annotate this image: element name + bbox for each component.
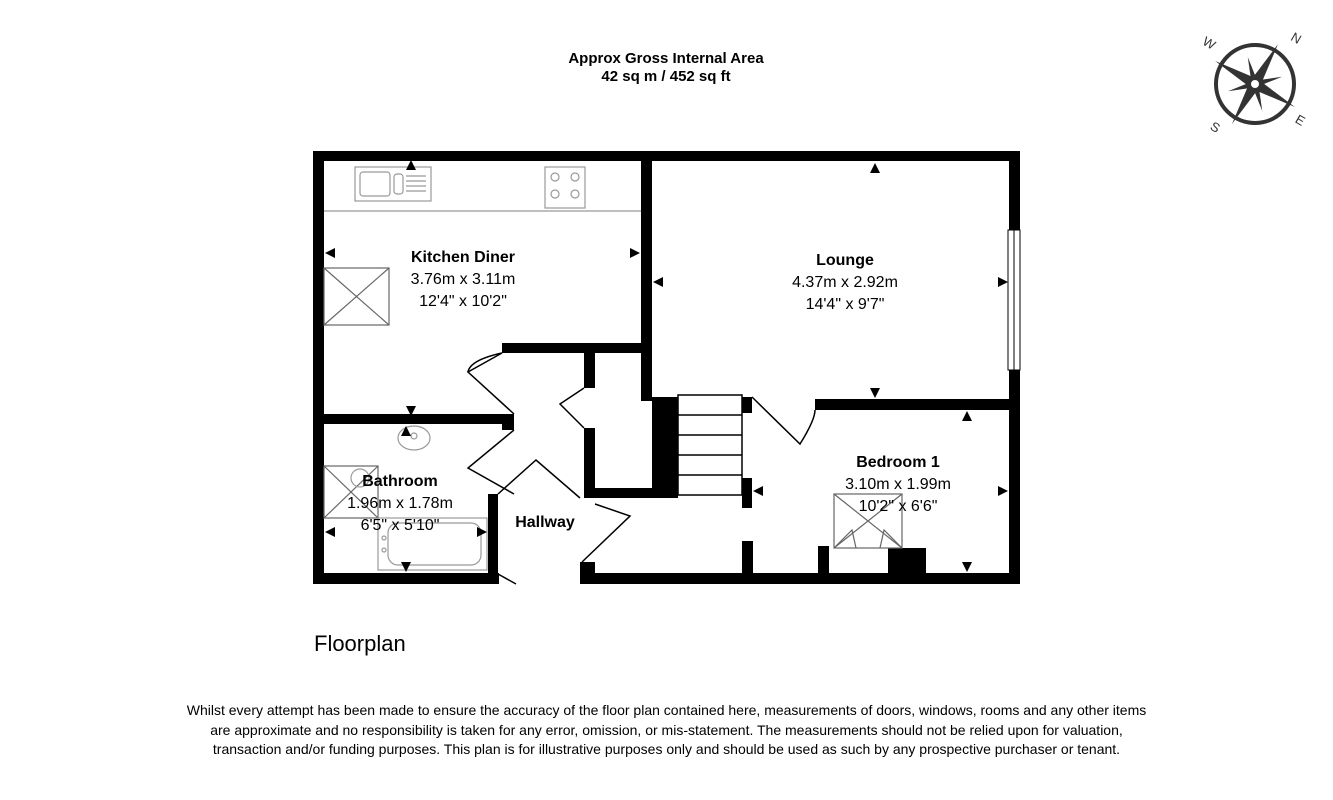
interior-walls (313, 151, 1020, 584)
lounge-imperial: 14'4" x 9'7" (806, 296, 885, 313)
floorplan-caption: Floorplan (314, 631, 406, 656)
bedroom-wardrobe (833, 493, 903, 549)
hallway-name: Hallway (515, 514, 575, 531)
bathroom-fixtures (323, 425, 488, 571)
doors (466, 352, 816, 585)
kitchen-metric: 3.76m x 3.11m (411, 271, 516, 288)
kitchen-fixtures (323, 166, 641, 326)
dimension-markers (325, 160, 1008, 572)
compass-rose-icon: N E S W (1200, 29, 1308, 136)
gross-area-value: 42 sq m / 452 sq ft (601, 68, 731, 85)
bathroom-name: Bathroom (362, 473, 438, 490)
kitchen-name: Kitchen Diner (411, 249, 515, 266)
room-bedroom-1: Bedroom 1 3.10m x 1.99m 10'2" x 6'6" (845, 454, 951, 515)
bedroom-metric: 3.10m x 1.99m (845, 476, 951, 493)
compass-label-w: W (1200, 34, 1219, 53)
room-hallway: Hallway (515, 514, 575, 531)
bathroom-imperial: 6'5" x 5'10" (361, 517, 440, 534)
compass-label-n: N (1288, 29, 1304, 47)
room-bathroom: Bathroom 1.96m x 1.78m 6'5" x 5'10" (347, 473, 453, 534)
room-kitchen-diner: Kitchen Diner 3.76m x 3.11m 12'4" x 10'2… (411, 249, 516, 310)
lounge-metric: 4.37m x 2.92m (792, 274, 898, 291)
staircase (677, 394, 743, 496)
room-lounge: Lounge 4.37m x 2.92m 14'4" x 9'7" (792, 252, 898, 313)
lounge-name: Lounge (816, 252, 874, 269)
gross-area-header: Approx Gross Internal Area 42 sq m / 452… (466, 50, 866, 86)
bedroom-imperial: 10'2" x 6'6" (859, 498, 938, 515)
compass-label-s: S (1208, 118, 1223, 135)
bathroom-metric: 1.96m x 1.78m (347, 495, 453, 512)
disclaimer-text: Whilst every attempt has been made to en… (186, 702, 1147, 757)
gross-area-title: Approx Gross Internal Area (568, 50, 764, 67)
lounge-window (1007, 229, 1021, 371)
compass-label-e: E (1293, 111, 1308, 128)
bedroom-name: Bedroom 1 (856, 454, 940, 471)
kitchen-imperial: 12'4" x 10'2" (419, 293, 507, 310)
